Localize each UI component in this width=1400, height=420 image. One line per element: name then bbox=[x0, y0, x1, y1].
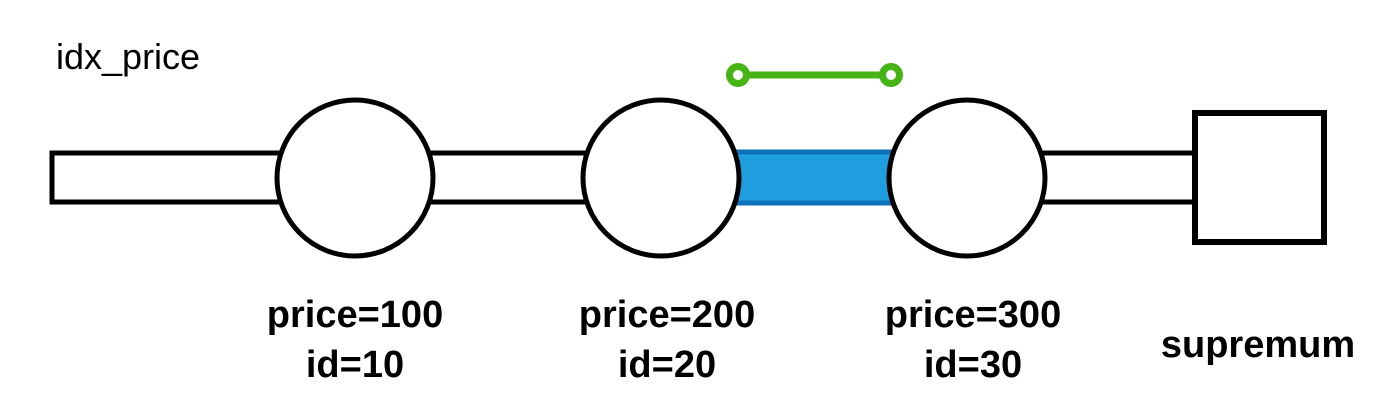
record-1-label: price=100 id=10 bbox=[235, 290, 475, 390]
record-2-price: price=200 bbox=[578, 294, 756, 336]
gap-range-right-endpoint-icon bbox=[879, 63, 903, 87]
supremum-label: supremum bbox=[1160, 324, 1356, 366]
record-2-id: id=20 bbox=[617, 344, 717, 386]
gap-range-left-endpoint-icon bbox=[726, 63, 750, 87]
record-node-2 bbox=[580, 97, 742, 259]
record-1-id: id=10 bbox=[305, 344, 405, 386]
record-2-label: price=200 id=20 bbox=[547, 290, 787, 390]
record-3-price: price=300 bbox=[884, 294, 1062, 336]
supremum-node bbox=[1192, 110, 1327, 245]
record-node-1 bbox=[274, 97, 436, 259]
record-1-price: price=100 bbox=[266, 294, 444, 336]
record-3-label: price=300 id=30 bbox=[853, 290, 1093, 390]
index-title: idx_price bbox=[56, 36, 201, 77]
record-3-id: id=30 bbox=[923, 344, 1023, 386]
record-node-3 bbox=[886, 97, 1048, 259]
